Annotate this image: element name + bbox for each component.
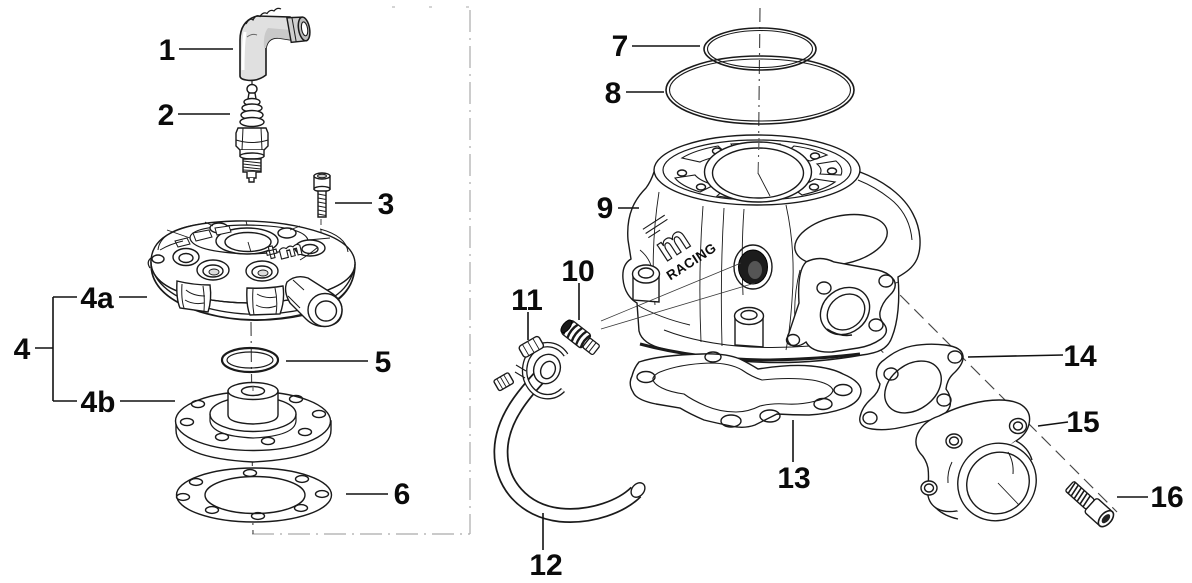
svg-text:15: 15 — [1066, 406, 1099, 439]
svg-text:4b: 4b — [80, 386, 115, 419]
svg-text:5: 5 — [375, 346, 392, 379]
svg-text:3: 3 — [378, 188, 395, 221]
svg-text:16: 16 — [1150, 481, 1183, 514]
svg-text:9: 9 — [597, 192, 614, 225]
svg-text:6: 6 — [394, 478, 411, 511]
svg-text:8: 8 — [605, 77, 622, 110]
svg-text:4a: 4a — [80, 282, 114, 315]
svg-text:11: 11 — [511, 284, 543, 317]
svg-text:7: 7 — [612, 30, 629, 63]
svg-text:10: 10 — [561, 255, 594, 288]
svg-text:13: 13 — [777, 462, 810, 495]
svg-text:4: 4 — [14, 333, 31, 366]
svg-text:1: 1 — [159, 34, 176, 67]
svg-text:12: 12 — [529, 549, 562, 582]
svg-text:2: 2 — [158, 99, 175, 132]
svg-text:14: 14 — [1063, 340, 1097, 373]
